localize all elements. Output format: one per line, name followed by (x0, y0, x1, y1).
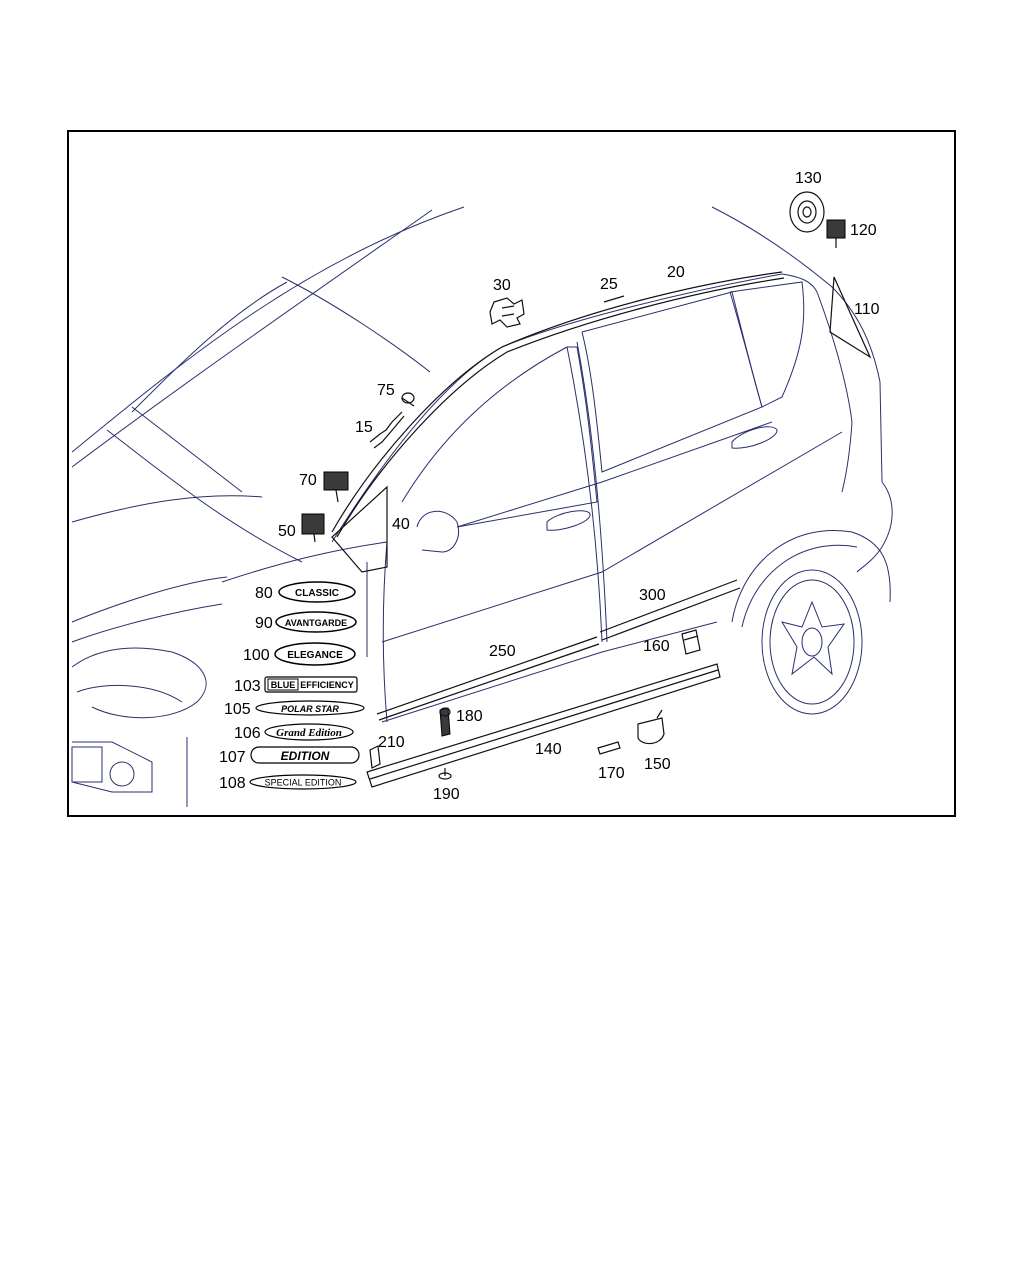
badge-polar-star: POLAR STAR (255, 700, 365, 716)
clip-part-25 (603, 295, 625, 303)
badge-blue-efficiency: BLUE EFFICIENCY (264, 676, 358, 693)
svg-text:CLASSIC: CLASSIC (295, 588, 339, 599)
rear-triangle-trim-part-110 (829, 276, 872, 359)
badge-edition: EDITION (250, 746, 360, 764)
bracket-part-160 (681, 629, 701, 655)
clip-part-70 (323, 471, 349, 503)
push-clip-part-180 (439, 707, 451, 737)
callout-103: 103 (234, 678, 261, 695)
callout-120: 120 (850, 222, 877, 239)
cap-part-75 (401, 392, 415, 407)
diagram-frame: CLASSIC AVANTGARDE ELEGANCE BLUE EFFICIE… (67, 130, 956, 817)
badge-elegance: ELEGANCE (274, 642, 356, 666)
svg-text:AVANTGARDE: AVANTGARDE (285, 618, 347, 628)
callout-150: 150 (644, 756, 671, 773)
badge-classic: CLASSIC (278, 581, 356, 603)
callout-106: 106 (234, 725, 261, 742)
badges-group: CLASSIC AVANTGARDE ELEGANCE BLUE EFFICIE… (249, 581, 365, 790)
callout-75: 75 (377, 382, 395, 399)
callout-30: 30 (493, 277, 511, 294)
bracket-part-30 (489, 297, 525, 328)
front-door-molding-part-250 (376, 636, 600, 721)
callout-50: 50 (278, 523, 296, 540)
svg-text:POLAR STAR: POLAR STAR (281, 704, 339, 714)
parts-group (301, 191, 872, 788)
rear-door-molding-part-300 (599, 579, 741, 641)
rivet-part-190 (438, 768, 452, 780)
side-sill-part-140 (366, 663, 721, 788)
callout-70: 70 (299, 472, 317, 489)
clip-part-120 (826, 219, 846, 248)
callout-160: 160 (643, 638, 670, 655)
roof-molding-part-20 (331, 271, 783, 533)
callout-20: 20 (667, 264, 685, 281)
callout-80: 80 (255, 585, 273, 602)
grommet-part-130 (789, 191, 825, 233)
clip-part-170 (597, 741, 621, 755)
car-body-outline (71, 206, 893, 807)
callout-105: 105 (224, 701, 251, 718)
callout-107: 107 (219, 749, 246, 766)
callout-100: 100 (243, 647, 270, 664)
svg-text:BLUE: BLUE (271, 680, 296, 690)
badge-avantgarde: AVANTGARDE (275, 611, 357, 633)
bracket-part-150 (637, 709, 665, 745)
svg-text:SPECIAL EDITION: SPECIAL EDITION (265, 778, 342, 788)
callout-170: 170 (598, 765, 625, 782)
svg-text:EFFICIENCY: EFFICIENCY (300, 680, 354, 690)
car-side-trim-exploded-diagram: CLASSIC AVANTGARDE ELEGANCE BLUE EFFICIE… (71, 170, 893, 807)
badge-grand-edition: Grand Edition (264, 723, 354, 741)
callout-130: 130 (795, 170, 822, 187)
callout-108: 108 (219, 775, 246, 792)
callout-300: 300 (639, 587, 666, 604)
callout-140: 140 (535, 741, 562, 758)
clip-part-50 (301, 513, 325, 543)
callout-40: 40 (392, 516, 410, 533)
svg-text:Grand Edition: Grand Edition (276, 727, 342, 739)
callout-180: 180 (456, 708, 483, 725)
badge-special-edition: SPECIAL EDITION (249, 774, 357, 790)
callout-25: 25 (600, 276, 618, 293)
callout-250: 250 (489, 643, 516, 660)
end-cap-part-210 (369, 745, 381, 769)
callout-15: 15 (355, 419, 373, 436)
callout-110: 110 (854, 301, 880, 318)
callout-labels: 130 120 110 20 25 30 75 15 70 50 40 80 9… (219, 170, 880, 803)
callout-190: 190 (433, 786, 460, 803)
triangle-trim-part-40 (331, 485, 388, 573)
svg-text:EDITION: EDITION (281, 749, 330, 763)
svg-text:ELEGANCE: ELEGANCE (287, 650, 343, 661)
callout-210: 210 (378, 734, 405, 751)
fastener-part-15 (369, 411, 405, 449)
callout-90: 90 (255, 615, 273, 632)
